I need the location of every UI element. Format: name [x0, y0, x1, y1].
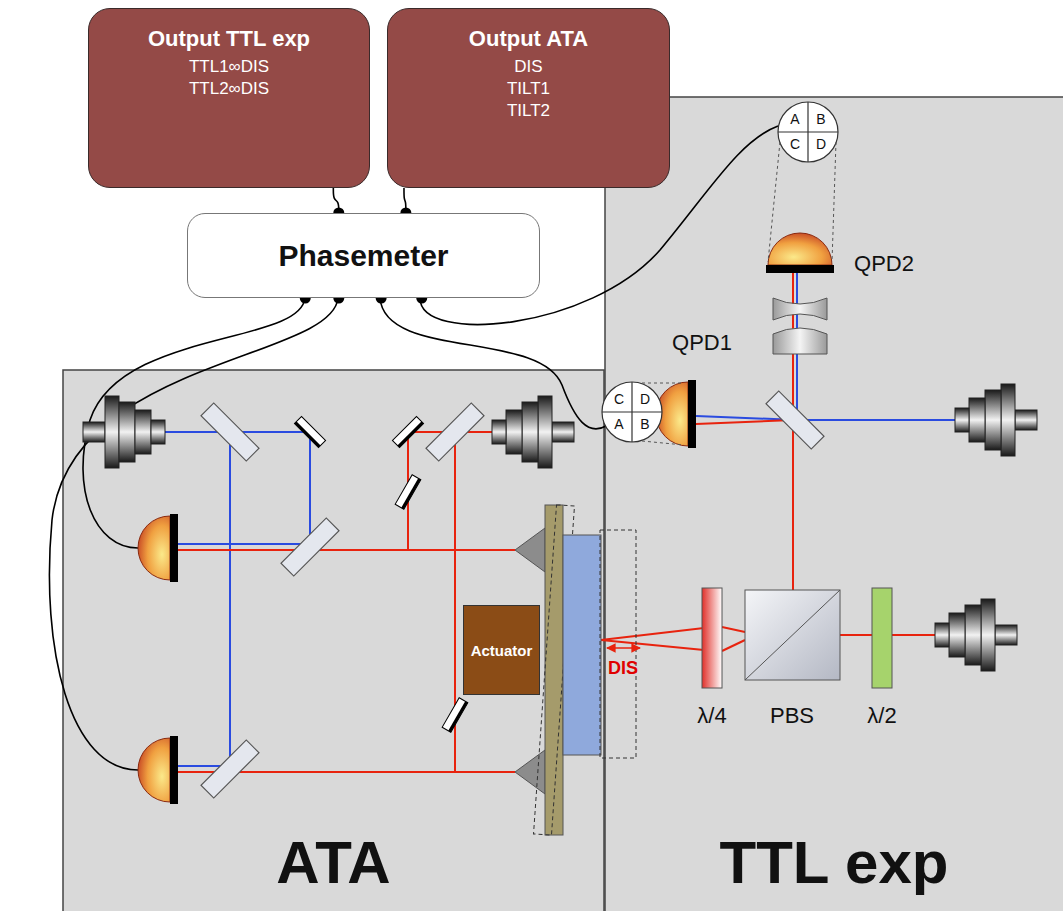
output-box: Output ATADISTILT1TILT2: [387, 8, 670, 188]
node-text: TILT2: [507, 100, 550, 122]
node-text: TILT1: [507, 78, 550, 100]
quarter-wave-plate: [702, 588, 722, 688]
component-label: PBS: [770, 704, 814, 728]
signal-wire: [49, 298, 338, 770]
signal-wire: [380, 298, 606, 429]
small-mirror: [395, 475, 421, 509]
displacement-arrow: [607, 648, 640, 649]
test-mirror: [563, 530, 636, 758]
photodiode: [138, 514, 178, 582]
blue-laser-beam: [178, 432, 230, 766]
quadrant-leader: [642, 142, 836, 445]
node-title: Output ATA: [469, 25, 588, 54]
photodiode: [766, 233, 834, 273]
half-wave-plate: [872, 588, 892, 688]
imaging-lens: [773, 298, 827, 354]
small-mirror: [294, 416, 325, 447]
beam-splitter: [426, 403, 484, 461]
displacement-arrow: [607, 647, 640, 649]
quadrant-letter: C: [790, 137, 800, 152]
quadrant-leader: [832, 142, 836, 262]
red-laser-beam: [722, 640, 745, 651]
photodiode: [138, 233, 834, 804]
beam-splitter: [201, 740, 259, 798]
beam-splitter: [201, 391, 824, 798]
bench-panel: ATA Actuator: [63, 370, 604, 911]
node-title: Phasemeter: [278, 239, 448, 273]
beam-splitter: [281, 518, 339, 576]
imaging-lens: [773, 298, 827, 320]
quadrant-map: [807, 102, 808, 162]
node-title: Actuator: [471, 642, 533, 659]
quadrant-map: [631, 382, 632, 442]
test-mirror: [563, 535, 601, 755]
red-laser-beam: [601, 628, 704, 640]
quadrant-leader: [642, 383, 684, 384]
quadrant-letter: C: [614, 392, 624, 407]
retro-prism: [515, 528, 545, 572]
half-wave-plate: [872, 588, 892, 688]
signal-wire: [49, 126, 778, 770]
node-text: DIS: [514, 56, 542, 78]
node-title: TTL exp: [720, 828, 949, 897]
red-laser-beam: [178, 549, 515, 551]
small-mirror: [392, 416, 423, 447]
detector-name: QPD1: [672, 331, 732, 355]
test-mirror: [600, 530, 636, 758]
fiber-collimator: [955, 384, 1037, 456]
polarizing-beam-splitter: [745, 590, 840, 680]
photodiode: [138, 736, 178, 804]
quadrant-letter: D: [640, 392, 650, 407]
quadrant-leader: [768, 142, 780, 262]
component-label: λ/2: [867, 704, 896, 728]
panel-background: [605, 97, 1063, 911]
node-title: ATA: [276, 828, 390, 897]
detector-name: QPD2: [854, 252, 914, 276]
quadrant-letter: B: [640, 417, 649, 432]
quadrant-letter: D: [816, 137, 826, 152]
polarizing-beam-splitter: [745, 590, 840, 680]
output-box: Output TTL expTTL1∞DISTTL2∞DIS: [88, 8, 370, 188]
quadrant-letter: A: [614, 417, 623, 432]
quadrant-map: [778, 102, 838, 162]
small-mirror: [442, 698, 468, 732]
beam-splitter: [766, 391, 824, 449]
quarter-wave-plate: [702, 588, 722, 688]
polarizing-beam-splitter: [745, 590, 840, 680]
fiber-collimator: [492, 396, 574, 468]
actuator-box: Actuator: [463, 605, 540, 695]
fiber-collimator: [935, 599, 1017, 671]
red-laser-beam: [601, 640, 704, 650]
imaging-lens: [773, 328, 827, 354]
beam-splitter: [201, 403, 259, 461]
mirror-mount: [545, 505, 563, 835]
node-text: TTL1∞DIS: [189, 56, 269, 78]
retro-prism: [515, 750, 545, 794]
component-label: λ/4: [697, 704, 726, 728]
fiber-collimator: [83, 396, 165, 468]
panel-background: [63, 370, 604, 911]
phasemeter-box: Phasemeter: [187, 213, 540, 298]
quadrant-map: [602, 382, 662, 442]
node-text: TTL2∞DIS: [189, 78, 269, 100]
node-title: Output TTL exp: [148, 25, 310, 54]
signal-wire: [83, 298, 305, 548]
quadrant-letter: B: [816, 112, 825, 127]
quadrant-leader: [642, 441, 684, 445]
quadrant-letter: A: [790, 112, 799, 127]
bench-panel: TTL exp: [605, 97, 1063, 911]
panel-background: [63, 97, 1063, 911]
displacement-label: DIS: [608, 659, 638, 679]
small-mirror: [294, 416, 467, 732]
